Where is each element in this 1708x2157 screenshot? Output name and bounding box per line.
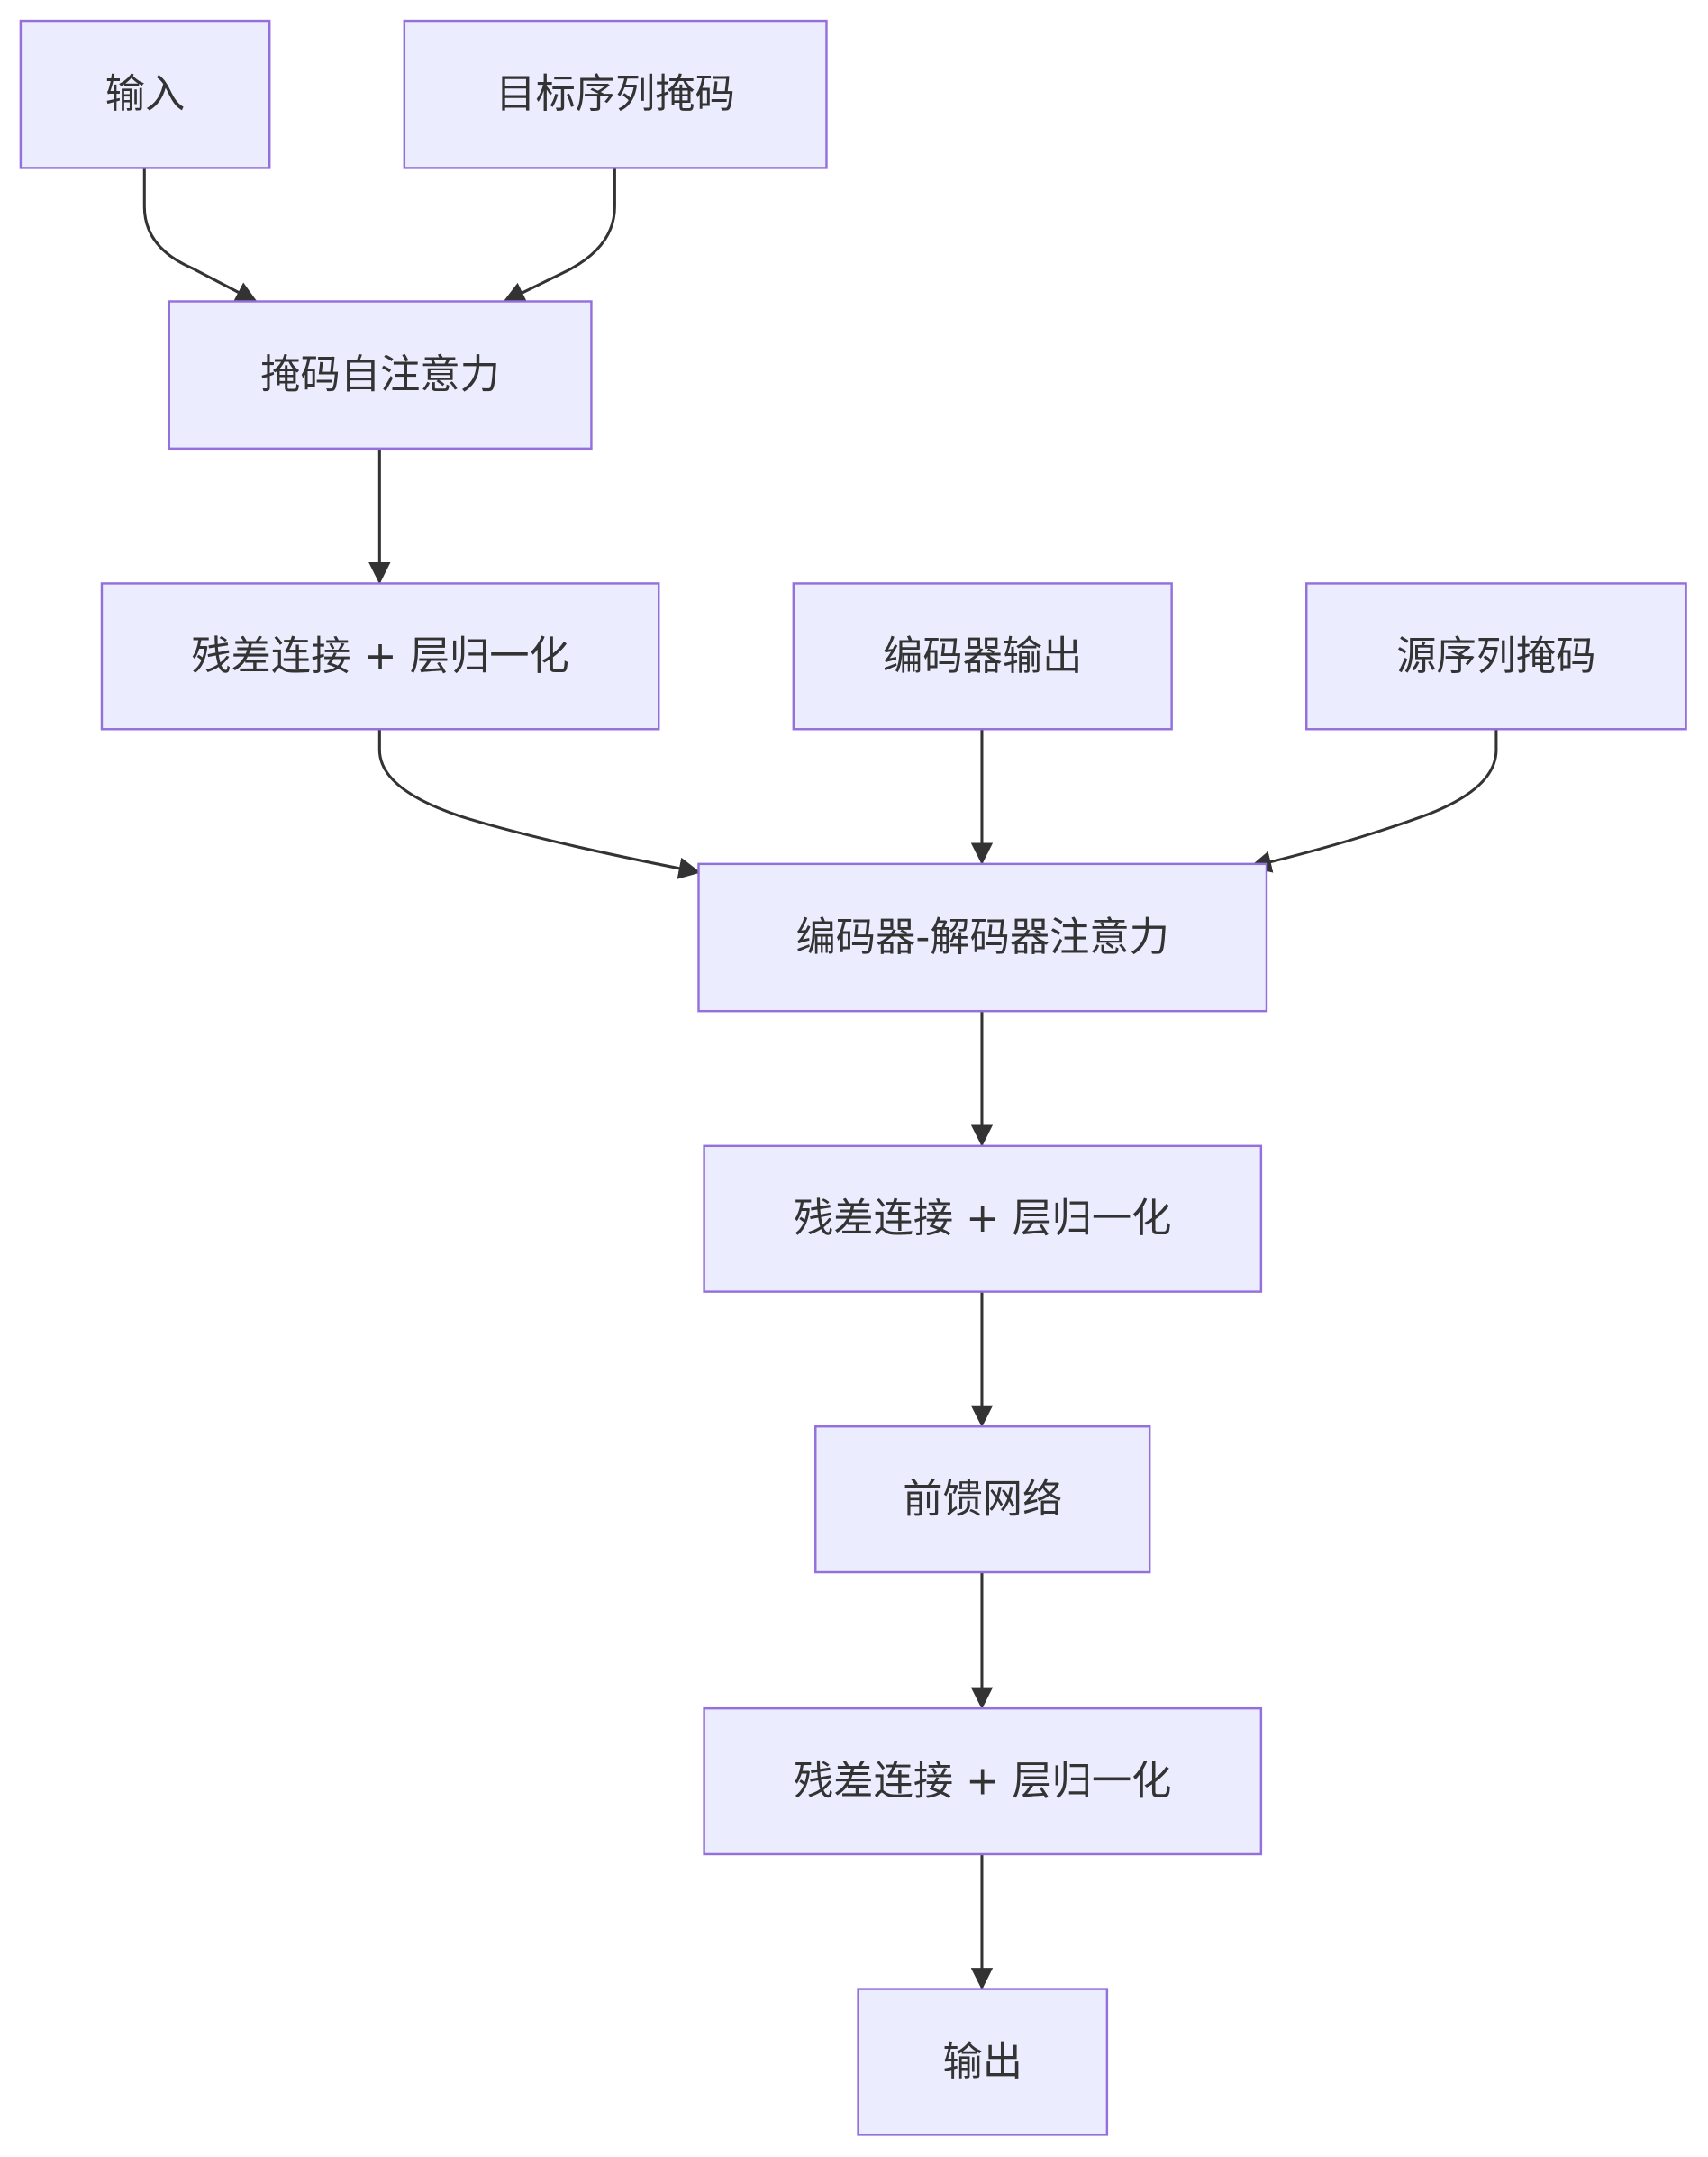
node-add-norm-1: 残差连接 + 层归一化: [100, 582, 660, 731]
edge-target-mask-to-masked-self-attention: [503, 168, 616, 303]
node-masked-self-attention: 掩码自注意力: [168, 300, 593, 451]
node-label: 编码器输出: [883, 633, 1082, 679]
node-source-mask: 源序列掩码: [1305, 582, 1687, 731]
node-label: 输出: [942, 2039, 1022, 2085]
node-label: 掩码自注意力: [260, 352, 500, 398]
node-input: 输入: [19, 19, 271, 169]
node-label: 残差连接 + 层归一化: [191, 633, 568, 679]
node-target-mask: 目标序列掩码: [403, 19, 828, 169]
node-label: 输入: [105, 71, 186, 117]
node-output: 输出: [857, 1988, 1109, 2136]
edge-source-mask-to-cross-attention: [1249, 729, 1498, 873]
node-feed-forward: 前馈网络: [814, 1425, 1151, 1574]
node-add-norm-2: 残差连接 + 层归一化: [703, 1144, 1263, 1293]
edge-input-to-masked-self-attention: [142, 168, 259, 303]
node-label: 目标序列掩码: [495, 71, 735, 117]
node-label: 前馈网络: [903, 1477, 1062, 1523]
node-label: 编码器-解码器注意力: [796, 915, 1169, 960]
node-label: 源序列掩码: [1396, 633, 1595, 679]
node-add-norm-3: 残差连接 + 层归一化: [703, 1706, 1263, 1856]
node-label: 残差连接 + 层归一化: [794, 1196, 1171, 1242]
node-cross-attention: 编码器-解码器注意力: [697, 862, 1268, 1013]
edge-add-norm-1-to-cross-attention: [377, 729, 701, 879]
node-label: 残差连接 + 层归一化: [794, 1759, 1171, 1805]
node-encoder-output: 编码器输出: [792, 582, 1173, 731]
edges: [142, 168, 1498, 1990]
